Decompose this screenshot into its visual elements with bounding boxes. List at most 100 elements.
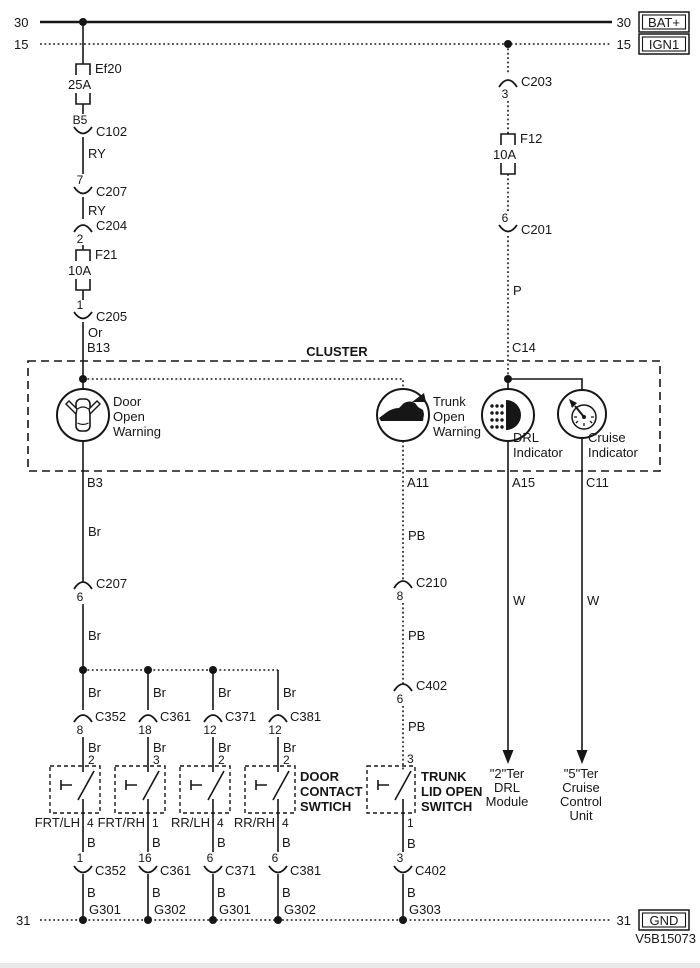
- switch-pin-top: 3: [407, 752, 414, 766]
- trunk-lid-open-switch: [366, 765, 416, 814]
- connector-c207-pin6: 6 C207: [73, 576, 127, 604]
- destination-line: Module: [486, 794, 529, 809]
- switch-pin-bottom: 4: [217, 816, 224, 830]
- door-switch-label-line: SWTICH: [300, 799, 351, 814]
- fuse-name: F21: [95, 247, 117, 262]
- connector-label: C361: [160, 863, 191, 878]
- door-switch-branch-rr-rh: Br 12 C381 Br 2 RR/RH 4 B 6 C381 B G302: [234, 670, 321, 920]
- connector-label: C207: [96, 576, 127, 591]
- down-arrow-icon: [502, 750, 514, 764]
- door-open-warning-lamp: Door Open Warning: [56, 388, 161, 442]
- connector-pin: B5: [73, 113, 88, 127]
- output-drl-module: W "2"Ter DRL Module: [486, 441, 529, 809]
- connector-label: C201: [521, 222, 552, 237]
- drl-indicator-lamp: DRL Indicator: [481, 388, 564, 460]
- switch-pin-bottom: 1: [407, 816, 414, 830]
- connector-c210: 8 C210: [393, 575, 447, 603]
- wire-color-label: B: [87, 885, 96, 900]
- rail-31-label-right: 31: [617, 913, 631, 928]
- wire-color-label: B: [87, 835, 96, 850]
- switch-name: FRT/LH: [35, 815, 80, 830]
- rail-15-label-right: 15: [617, 37, 631, 52]
- lamp-label-line: Cruise: [588, 430, 626, 445]
- wire-color-label: Br: [218, 685, 232, 700]
- connector-c203: 3 C203: [498, 74, 552, 101]
- wire-color-label: Br: [218, 740, 232, 755]
- wire-color-label: Or: [88, 325, 103, 340]
- door-open-warning-icon: [65, 398, 101, 432]
- wire-color-label: RY: [88, 203, 106, 218]
- trunk-open-warning-icon: [379, 393, 426, 421]
- rail-30-label-right: 30: [617, 15, 631, 30]
- trunk-switch-label-line: TRUNK: [421, 769, 467, 784]
- connector-pin: 3: [397, 851, 404, 865]
- connector-pin: 6: [77, 590, 84, 604]
- cruise-indicator-lamp: Cruise Indicator: [557, 389, 639, 460]
- rail-31-label-left: 31: [16, 913, 30, 928]
- connector-c205: 1 C205: [73, 298, 127, 324]
- switch-pin-bottom: 1: [152, 816, 159, 830]
- switch-pin-top: 2: [218, 753, 225, 767]
- doc-number: V5B15073: [635, 931, 696, 946]
- wire-color-label: Br: [88, 524, 102, 539]
- lamp-label-line: Door: [113, 394, 142, 409]
- wire-color-label: Br: [153, 740, 167, 755]
- cluster-pin-c14: C14: [512, 340, 536, 355]
- connector-label: C205: [96, 309, 127, 324]
- wire-color-label: PB: [408, 528, 425, 543]
- connector-pin: 8: [397, 589, 404, 603]
- switch-pin-bottom: 4: [282, 816, 289, 830]
- connector-label: C352: [95, 863, 126, 878]
- connector-label: C381: [290, 863, 321, 878]
- wire-color-label: P: [513, 283, 522, 298]
- wire-color-label: Br: [88, 740, 102, 755]
- connector-label: C381: [290, 709, 321, 724]
- wire-color-label: RY: [88, 146, 106, 161]
- fuse-name: F12: [520, 131, 542, 146]
- destination-line: DRL: [494, 780, 520, 795]
- connector-label: C203: [521, 74, 552, 89]
- bat-tag: BAT+: [648, 15, 680, 30]
- cluster-pin-a11: A11: [407, 475, 429, 490]
- connector-pin: 6: [502, 211, 509, 225]
- connector-c204: 2 C204: [73, 218, 127, 246]
- wire-color-label: B: [152, 835, 161, 850]
- connector-c402-pin3: 3 C402: [393, 851, 446, 878]
- connector-pin: 6: [272, 851, 279, 865]
- gnd-tag: GND: [650, 913, 679, 928]
- rail-ign-15: 15 15 IGN1: [14, 33, 690, 55]
- door-contact-switch-frt-lh: [49, 765, 101, 814]
- door-circuit-feed: Br 6 C207 Br DOOR CONTACT SWTICH: [73, 441, 363, 814]
- supply-branch-ignition: 3 C203 F12 10A 6 C201 P C14: [493, 44, 552, 379]
- wire-color-label: B: [282, 885, 291, 900]
- wire-color-label: Br: [88, 685, 102, 700]
- connector-pin: 1: [77, 851, 84, 865]
- fuse-rating: 10A: [493, 147, 516, 162]
- wire-color-label: B: [407, 836, 416, 851]
- cluster-pin-c11: C11: [586, 475, 609, 490]
- down-arrow-icon: [576, 750, 588, 764]
- wire-color-label: W: [587, 593, 600, 608]
- cluster-title: CLUSTER: [306, 344, 368, 359]
- ground-label: G302: [154, 902, 186, 917]
- connector-pin: 7: [77, 173, 84, 187]
- switch-name: FRT/RH: [98, 815, 145, 830]
- connector-pin: 12: [268, 723, 282, 737]
- cluster-pin-a15: A15: [512, 475, 535, 490]
- output-cruise-control-unit: W "5"Ter Cruise Control Unit: [560, 438, 602, 823]
- connector-c207-pin7: 7 C207: [73, 173, 127, 199]
- connector-label: C210: [416, 575, 447, 590]
- ground-label: G301: [89, 902, 121, 917]
- connector-pin: 1: [77, 298, 84, 312]
- wire-color-label: PB: [408, 628, 425, 643]
- fuse-ef20: Ef20 25A: [68, 61, 122, 105]
- door-contact-switch-rr-lh: [179, 765, 231, 814]
- switch-pin-top: 2: [88, 753, 95, 767]
- connector-label: C402: [416, 678, 447, 693]
- wire-color-label: Br: [283, 685, 297, 700]
- connector-label: C207: [96, 184, 127, 199]
- rail-15-label-left: 15: [14, 37, 28, 52]
- destination-line: "2"Ter: [490, 766, 525, 781]
